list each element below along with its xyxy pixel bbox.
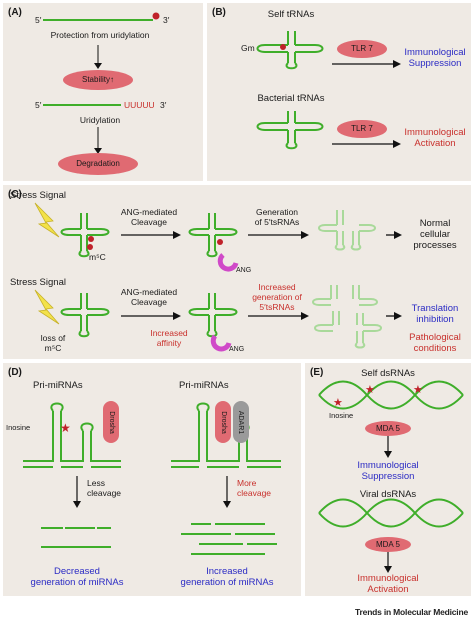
svg-text:★: ★ [365,383,375,396]
d-less-cleavage: Less cleavage [87,478,122,498]
a-five-prime-2: 5′ [35,100,42,110]
c-ang-icon-1 [217,253,239,272]
b-gm-label: Gm [241,43,255,53]
d-pri-mirna-icon-1 [23,402,121,468]
panel-d-graphics: ★ [23,402,281,555]
e-mda5-pill-2: MDA 5 [365,537,411,552]
d-drosha-label-2: Drosha [219,410,227,434]
c-normal-processes: Normal cellular processes [413,218,457,251]
c-ang-cleavage-1: ANG-mediated Cleavage [120,207,178,227]
c-lightning-icon-1 [34,202,60,238]
d-product-strands-left [41,527,111,548]
b-immuno-activation: Immunological Activation [404,127,466,149]
b-self-trnas-title: Self tRNAs [267,9,315,20]
d-drosha-pill-2: Drosha [215,401,231,443]
b-tlr7-pill-1: TLR 7 [337,40,387,58]
e-immuno-activation: Immunological Activation [357,573,419,595]
c-trna-icon-3 [60,293,110,338]
d-adar1-pill: ADAR1 [233,401,249,443]
d-increased-generation: Increased generation of miRNAs [180,566,274,588]
a-five-prime-1: 5′ [35,15,42,25]
a-three-prime-2: 3′ [160,100,167,110]
c-ang-label-1: ANG [236,267,252,274]
c-lightning-icon-2 [34,289,60,325]
e-inosine-label: Inosine [329,411,354,420]
b-trna-icon-2 [256,111,324,150]
panel-b-graphics [256,31,401,150]
a-stability-pill: Stability↑ [63,70,133,90]
panel-d-label: (D) [8,367,22,378]
c-generation-text: Generation of 5′tsRNAs [254,207,300,227]
d-pri-mirna-icon-2 [171,402,281,468]
a-three-prime-1: 3′ [163,15,170,25]
d-inosine-label: Inosine [6,423,31,432]
panel-d: (D) ★ [3,363,301,596]
c-ang-label-2: ANG [229,346,245,353]
panel-b: (B) Self tRNAs Gm TLR 7 Immunological Su… [207,3,471,181]
c-trna-icon-2 [188,213,238,258]
d-pri-mirnas-right: Pri-miRNAs [179,380,229,391]
c-loss-of-m5c: loss of m⁵C [40,333,66,353]
a-uridylation-text: Uridylation [79,115,121,125]
e-dsrna-icon-2 [318,498,464,528]
c-increased-affinity: Increased affinity [150,328,188,348]
b-bacterial-trnas-title: Bacterial tRNAs [257,93,325,104]
c-translation-inhibition: Translation inhibition [411,303,459,325]
b-trna-icon-1 [256,31,324,70]
journal-footer: Trends in Molecular Medicine [355,607,468,617]
a-degradation-pill: Degradation [58,153,138,175]
svg-text:★: ★ [60,421,71,435]
svg-text:★: ★ [413,383,423,396]
panel-c-label: (C) [8,189,22,200]
e-viral-dsrnas-title: Viral dsRNAs [359,489,417,500]
b-gm-dot [280,44,286,50]
e-self-dsrnas-title: Self dsRNAs [361,368,415,379]
e-dsrna-icon-1 [318,380,464,410]
d-product-strands-right [181,523,277,555]
panel-e-graphics: ★ ★ ★ [318,380,464,573]
d-adar1-label: ADAR1 [237,410,245,434]
c-fragments-2 [312,285,382,349]
panel-a-graphics [43,12,160,154]
c-fragments-1 [318,210,376,251]
panel-a-label: (A) [8,7,22,18]
panel-a: (A) 5′ 3′ Protection from uridylation St… [3,3,203,181]
svg-text:★: ★ [333,396,343,409]
c-stress-signal-2: Stress Signal [10,277,66,288]
e-immuno-suppression: Immunological Suppression [357,460,419,482]
d-decreased-generation: Decreased generation of miRNAs [30,566,124,588]
c-increased-generation: Increased generation of 5′tsRNAs [252,282,302,312]
c-trna-icon-1 [60,213,110,258]
d-drosha-label-1: Drosha [107,410,115,434]
panel-e: (E) ★ ★ ★ Self dsRNAs Inosine MDA 5 Immu… [305,363,471,596]
a-protection-text: Protection from uridylation [50,30,150,40]
panel-b-label: (B) [212,7,226,18]
c-ang-icon-2 [210,334,232,352]
c-stress-signal-1: Stress Signal [10,190,66,201]
a-uuuuu-text: UUUUU [124,100,155,110]
b-immuno-suppression: Immunological Suppression [404,47,466,69]
e-mda5-pill-1: MDA 5 [365,421,411,436]
panel-e-label: (E) [310,367,324,378]
c-ang-cleavage-2: ANG-mediated Cleavage [120,287,178,307]
c-pathological-conditions: Pathological conditions [409,332,461,354]
c-m5c-label: m⁵C [89,252,106,262]
d-more-cleavage: More cleavage [237,478,272,498]
panel-c-graphics [34,202,402,352]
panel-c: (C) [3,185,471,359]
d-pri-mirnas-left: Pri-miRNAs [33,380,83,391]
d-drosha-pill-1: Drosha [103,401,119,443]
c-trna-icon-4 [188,293,238,338]
b-tlr7-pill-2: TLR 7 [337,120,387,138]
